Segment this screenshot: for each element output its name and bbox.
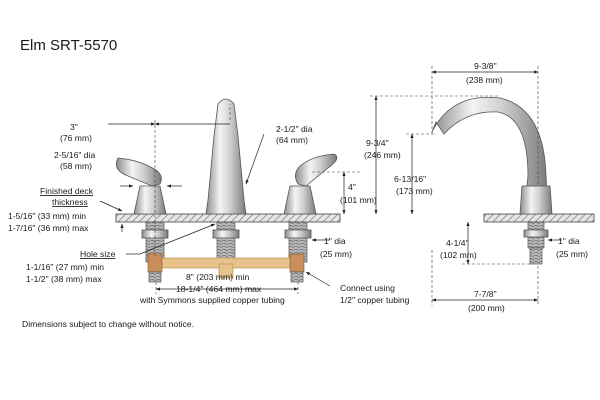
outlet-height-metric: (173 mm) bbox=[396, 186, 433, 196]
connect-label-2: 1/2" copper tubing bbox=[340, 295, 410, 305]
front-shank-dia-imperial: 1" dia bbox=[324, 236, 346, 246]
handle-height-metric: (101 mm) bbox=[340, 195, 377, 205]
handle-dia-metric: (58 mm) bbox=[60, 161, 92, 171]
handle-offset-imperial: 3" bbox=[70, 122, 78, 132]
right-nut bbox=[284, 229, 312, 239]
left-inlet bbox=[148, 271, 162, 283]
drawing-title: Elm SRT-5570 bbox=[20, 37, 117, 54]
center-nut bbox=[212, 229, 240, 239]
outlet-height-imperial: 6-13/16" bbox=[394, 174, 426, 184]
deck-label-2: thickness bbox=[52, 197, 88, 207]
right-handle bbox=[283, 153, 338, 215]
front-shank-dia-metric: (25 mm) bbox=[320, 249, 352, 259]
left-handle bbox=[115, 157, 167, 215]
side-shank-dia-imperial: 1" dia bbox=[558, 236, 580, 246]
footnote: Dimensions subject to change without not… bbox=[22, 319, 194, 329]
side-spout bbox=[431, 96, 553, 215]
deck-side bbox=[483, 213, 595, 223]
tubing-tee bbox=[218, 263, 234, 279]
spout-dia-imperial: 2-1/2" dia bbox=[276, 124, 313, 134]
hole-max: 1-1/2" (38 mm) max bbox=[26, 274, 102, 284]
front-spout bbox=[205, 98, 247, 215]
deck-front bbox=[115, 213, 341, 223]
base-width-metric: (200 mm) bbox=[468, 303, 505, 313]
side-shank-dia-metric: (25 mm) bbox=[556, 249, 588, 259]
side-nut bbox=[523, 229, 549, 238]
side-shank-length-imperial: 4-1/4" bbox=[446, 238, 469, 248]
spread-min: 8" (203 mm) min bbox=[186, 272, 249, 282]
deck-label-1: Finished deck bbox=[40, 186, 94, 196]
spout-height-imperial: 9-3/4" bbox=[366, 138, 389, 148]
spout-height-metric: (246 mm) bbox=[364, 150, 401, 160]
spout-reach-imperial: 9-3/8" bbox=[474, 61, 497, 71]
handle-height-imperial: 4" bbox=[348, 182, 356, 192]
deck-max: 1-7/16" (36 mm) max bbox=[8, 223, 89, 233]
spout-dia-metric: (64 mm) bbox=[276, 135, 308, 145]
left-fitting bbox=[147, 253, 163, 273]
handle-dia-imperial: 2-5/16" dia bbox=[54, 150, 95, 160]
spread-max: 18-1/4" (464 mm) max bbox=[176, 284, 262, 294]
right-fitting bbox=[289, 253, 305, 273]
spout-reach-metric: (238 mm) bbox=[466, 75, 503, 85]
hole-label: Hole size bbox=[80, 249, 116, 259]
right-inlet bbox=[290, 271, 304, 283]
base-width-imperial: 7-7/8" bbox=[474, 289, 497, 299]
hole-min: 1-1/16" (27 mm) min bbox=[26, 262, 104, 272]
tubing-note: with Symmons supplied copper tubing bbox=[139, 295, 285, 305]
front-view: 3" (76 mm) 2-5/16" dia (58 mm) 2-1/2" di… bbox=[8, 98, 410, 305]
side-inlet bbox=[529, 247, 543, 265]
deck-min: 1-5/16" (33 mm) min bbox=[8, 211, 86, 221]
side-view: 9-3/8" (238 mm) 9-3/4" (246 mm) 6-13/16"… bbox=[364, 61, 595, 313]
connect-label-1: Connect using bbox=[340, 283, 395, 293]
side-shank-length-metric: (102 mm) bbox=[440, 250, 477, 260]
handle-offset-metric: (76 mm) bbox=[60, 133, 92, 143]
